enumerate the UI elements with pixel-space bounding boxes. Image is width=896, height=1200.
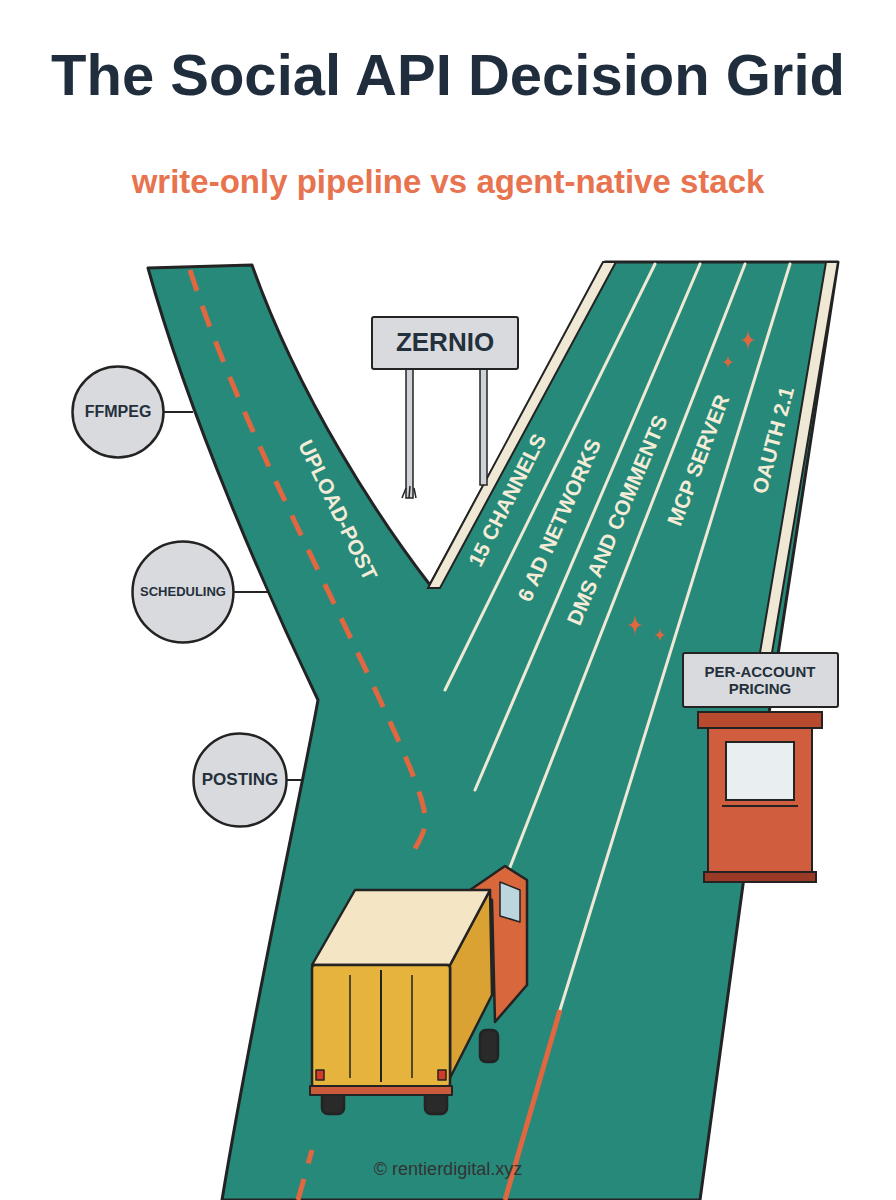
lane-line — [560, 264, 790, 1010]
truck-bumper — [310, 1086, 452, 1095]
sparkle — [740, 328, 756, 352]
booth-window — [726, 742, 794, 800]
truck-light — [438, 1070, 446, 1080]
subtitle-text: write-only pipeline vs agent-native stac… — [132, 164, 765, 200]
booth-counter — [722, 805, 798, 807]
grass — [402, 486, 416, 498]
title-text: The Social API Decision Grid — [51, 42, 845, 109]
road — [148, 262, 838, 1200]
truck-cab-window — [500, 882, 520, 922]
copyright-note: © rentierdigital.xyz — [374, 1160, 522, 1180]
sparkles — [627, 328, 756, 643]
booth-body — [708, 728, 812, 874]
sparkle — [654, 627, 666, 643]
sign-posts — [402, 360, 487, 498]
circle-node: POSTING — [192, 732, 288, 828]
circle-shape — [73, 367, 164, 458]
sign-post — [480, 360, 487, 485]
circle-shape — [133, 542, 234, 643]
sign-post — [406, 360, 413, 498]
sign-board: PER-ACCOUNT PRICING — [682, 652, 839, 708]
truck — [310, 866, 527, 1114]
node-label: SCHEDULING — [140, 585, 226, 600]
truck-light — [316, 1070, 324, 1080]
truck-door — [380, 970, 382, 1082]
circle-node: FFMPEG — [71, 365, 165, 459]
booth-base — [704, 872, 816, 882]
circle-node: SCHEDULING — [131, 540, 235, 644]
node-label: ZERNIO — [396, 328, 494, 358]
truck-door — [411, 975, 413, 1078]
curb — [428, 262, 616, 588]
truck-box-back — [312, 965, 450, 1087]
sparkle — [722, 354, 734, 370]
sparkle — [627, 613, 643, 637]
sign-board: ZERNIO — [371, 316, 518, 371]
node-label: PER-ACCOUNT PRICING — [694, 663, 826, 698]
leader-lines — [118, 412, 302, 780]
circle-shape — [194, 734, 287, 827]
booth-roof — [698, 712, 822, 728]
truck-door — [349, 975, 351, 1078]
truck-wheel — [480, 1030, 498, 1062]
center-dashes — [298, 1150, 312, 1200]
node-label: FFMPEG — [85, 403, 152, 421]
truck-box-top — [312, 890, 490, 965]
toll-booth — [698, 712, 822, 882]
node-label: POSTING — [202, 770, 279, 790]
